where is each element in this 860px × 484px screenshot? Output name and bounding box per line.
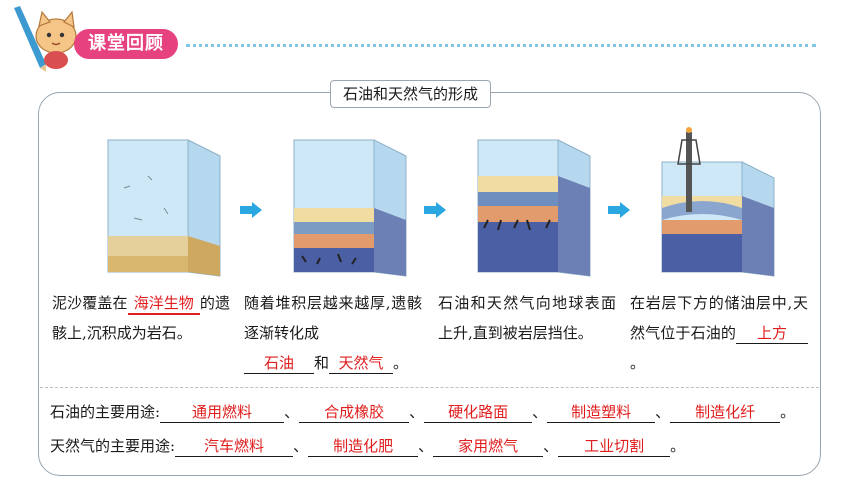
arrow-right-icon (424, 202, 446, 218)
answer-blank: 家用燃气 (433, 436, 544, 457)
answer-blank: 制造塑料 (547, 402, 656, 423)
answer-blank: 通用燃料 (160, 402, 285, 423)
answer-blank: 天然气 (329, 353, 394, 374)
answer-blank: 工业切割 (558, 436, 671, 457)
dotted-rule (186, 44, 816, 47)
answer-blank: 硬化路面 (424, 402, 533, 423)
answer-blank: 制造化肥 (308, 436, 419, 457)
cat-with-pencil-icon (14, 6, 77, 72)
step-1-caption: 泥沙覆盖在海洋生物的遗骸上,沉积成为岩石。 (52, 293, 230, 342)
step-3-caption: 石油和天然气向地球表面上升,直到被岩层挡住。 (438, 294, 616, 342)
arrow-right-icon (240, 202, 262, 218)
rising-oil-box-illustration (477, 139, 591, 277)
section-header: 课堂回顾 (0, 0, 860, 80)
step-4-caption: 在岩层下方的储油层中,天然气位于石油的上方。 (630, 294, 808, 372)
answer-blank: 海洋生物 (127, 293, 200, 315)
gas-uses-line: 天然气的主要用途:汽车燃料、制造化肥、家用燃气、工业切割。 (50, 436, 686, 457)
answer-blank: 合成橡胶 (299, 402, 410, 423)
oil-uses-line: 石油的主要用途:通用燃料、合成橡胶、硬化路面、制造塑料、制造化纤。 (50, 402, 796, 423)
answer-blank: 汽车燃料 (175, 436, 294, 457)
answer-blank: 制造化纤 (670, 402, 781, 423)
frame-title: 石油和天然气的形成 (330, 80, 492, 108)
answer-blank: 石油 (244, 353, 314, 374)
oil-rig-box-illustration (661, 127, 775, 277)
layers-box-illustration (293, 139, 407, 277)
section-divider (40, 387, 819, 388)
arrow-right-icon (608, 202, 630, 218)
step-2-caption: 随着堆积层越来越厚,遗骸逐渐转化成石油和天然气。 (244, 294, 422, 374)
section-title-pill: 课堂回顾 (74, 29, 178, 59)
answer-blank: 上方 (736, 323, 808, 344)
sediment-box-illustration (107, 139, 221, 277)
